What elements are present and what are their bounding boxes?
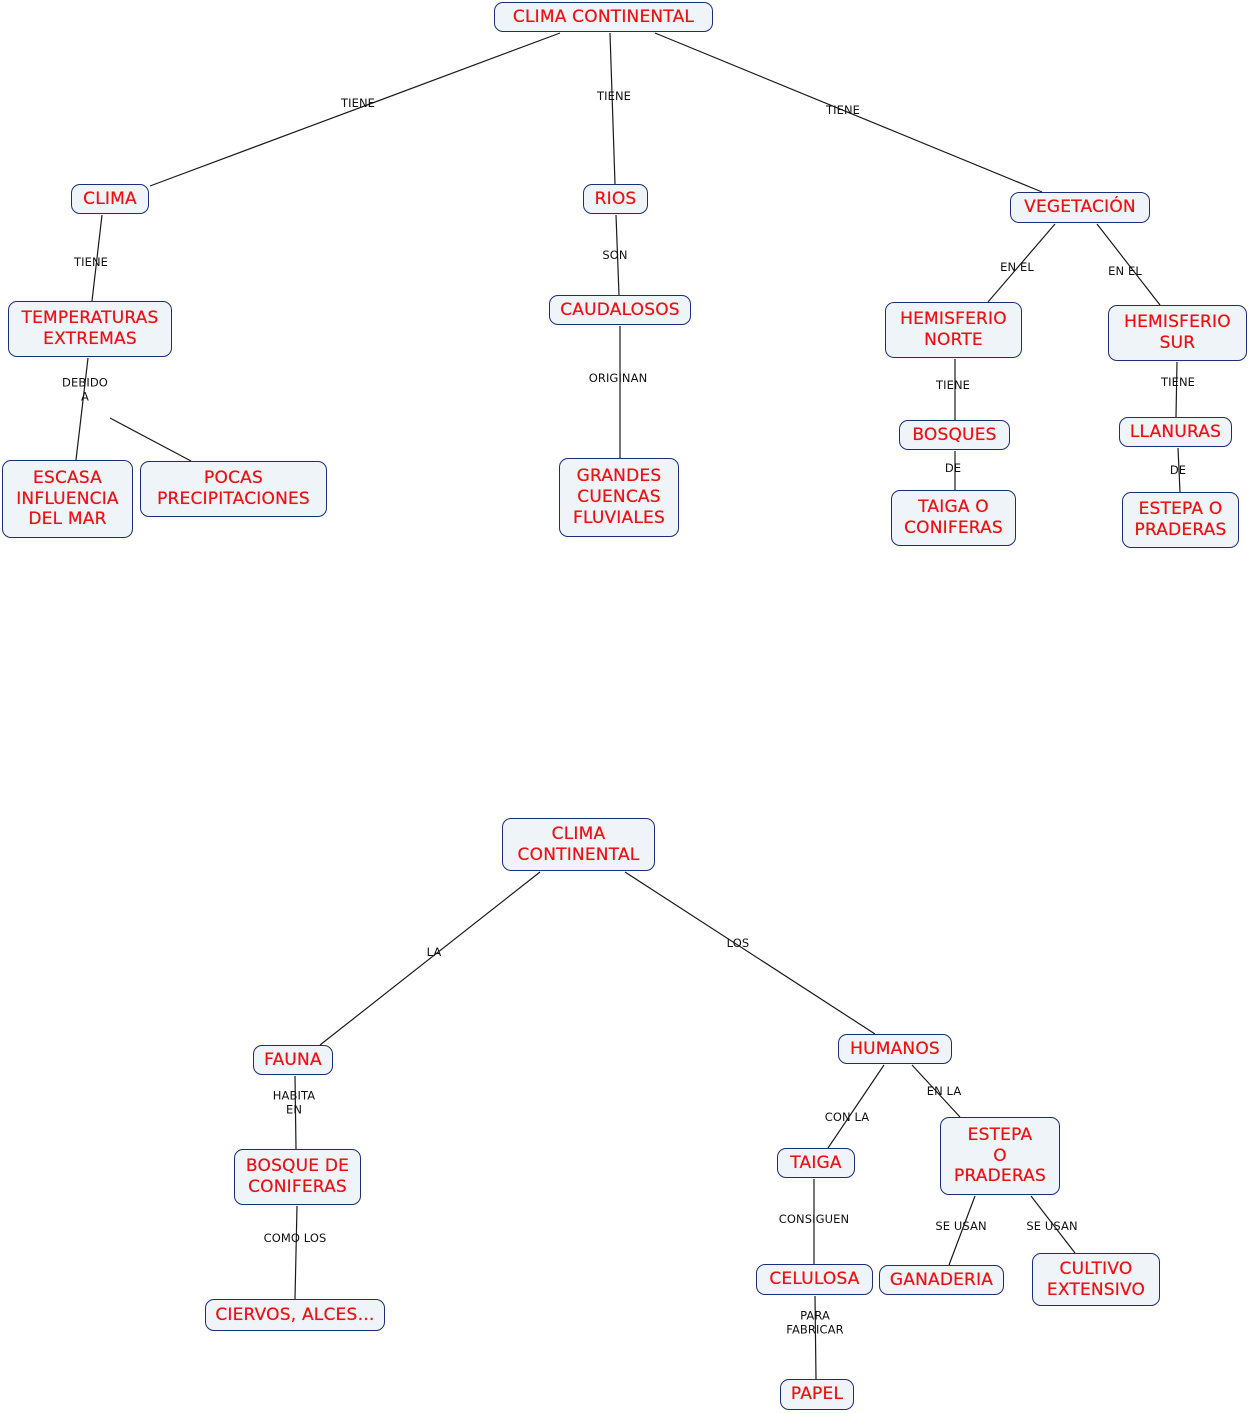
connector-line (75, 357, 89, 461)
concept-node-label: BOSQUE DE CONIFERAS (245, 1156, 350, 1197)
concept-node-label: BOSQUES (912, 424, 997, 445)
concept-node-t-bosques[interactable]: BOSQUES (899, 420, 1010, 450)
concept-node-t-escasa[interactable]: ESCASA INFLUENCIA DEL MAR (2, 460, 133, 538)
link-label: DEBIDO A (62, 375, 108, 403)
concept-node-t-hsur[interactable]: HEMISFERIO SUR (1108, 305, 1247, 361)
concept-node-label: GRANDES CUENCAS FLUVIALES (573, 466, 665, 528)
link-label: DE (944, 461, 962, 476)
concept-node-label: FAUNA (264, 1049, 322, 1070)
concept-node-t-rios[interactable]: RIOS (583, 184, 648, 214)
concept-node-t-clima[interactable]: CLIMA (71, 184, 149, 214)
concept-node-t-pocas[interactable]: POCAS PRECIPITACIONES (140, 461, 327, 517)
link-label: CONSIGUEN (778, 1212, 850, 1227)
concept-node-b-cultivo[interactable]: CULTIVO EXTENSIVO (1032, 1253, 1160, 1306)
concept-node-label: PAPEL (790, 1384, 844, 1405)
concept-node-label: VEGETACIÓN (1024, 197, 1136, 218)
concept-node-label: CAUDALOSOS (560, 299, 680, 320)
concept-node-t-cuencas[interactable]: GRANDES CUENCAS FLUVIALES (559, 458, 679, 537)
concept-node-label: GANADERIA (889, 1269, 994, 1290)
concept-node-label: POCAS PRECIPITACIONES (157, 468, 310, 509)
concept-node-label: ESTEPA O PRADERAS (1134, 499, 1227, 540)
concept-node-b-estepa[interactable]: ESTEPA O PRADERAS (940, 1117, 1060, 1195)
concept-node-label: CIERVOS, ALCES… (215, 1304, 375, 1325)
link-label: DE (1169, 463, 1187, 478)
concept-node-b-ganad[interactable]: GANADERIA (879, 1265, 1004, 1295)
concept-node-b-humanos[interactable]: HUMANOS (838, 1034, 952, 1064)
concept-node-label: ESCASA INFLUENCIA DEL MAR (16, 467, 119, 530)
link-label: SE USAN (1026, 1219, 1078, 1234)
link-label: LA (426, 945, 442, 960)
concept-node-b-root[interactable]: CLIMA CONTINENTAL (502, 818, 655, 871)
link-label: ORIGINAN (588, 371, 648, 386)
concept-node-t-temp[interactable]: TEMPERATURAS EXTREMAS (8, 301, 172, 357)
concept-node-label: TEMPERATURAS EXTREMAS (21, 308, 159, 349)
link-label: EN EL (1108, 264, 1142, 279)
concept-node-label: CLIMA CONTINENTAL (512, 6, 695, 27)
concept-node-label: CELULOSA (769, 1269, 860, 1290)
link-label: PARA FABRICAR (786, 1308, 844, 1336)
concept-node-b-bosque[interactable]: BOSQUE DE CONIFERAS (234, 1149, 361, 1205)
connector-line (294, 1205, 298, 1300)
link-label: TIENE (340, 96, 376, 111)
link-label: EN EL (1000, 260, 1034, 275)
concept-node-label: HEMISFERIO NORTE (900, 309, 1007, 350)
link-label: LOS (726, 936, 750, 951)
link-label: COMO LOS (263, 1231, 327, 1246)
link-label: SE USAN (935, 1219, 987, 1234)
link-label: TIENE (935, 378, 971, 393)
concept-node-t-estepa[interactable]: ESTEPA O PRADERAS (1122, 492, 1239, 548)
concept-node-b-fauna[interactable]: FAUNA (253, 1045, 333, 1075)
link-label: SON (602, 248, 628, 263)
concept-node-t-hnorte[interactable]: HEMISFERIO NORTE (885, 302, 1022, 358)
link-label: TIENE (73, 255, 109, 270)
concept-node-label: CULTIVO EXTENSIVO (1046, 1258, 1146, 1300)
connector-line (624, 871, 876, 1035)
connector-line (827, 1064, 885, 1149)
connector-line (109, 417, 192, 462)
concept-node-label: HUMANOS (850, 1038, 940, 1059)
concept-node-b-papel[interactable]: PAPEL (780, 1379, 854, 1410)
concept-node-label: CLIMA CONTINENTAL (517, 823, 640, 865)
concept-node-b-ciervos[interactable]: CIERVOS, ALCES… (205, 1299, 385, 1331)
concept-node-b-taiga[interactable]: TAIGA (777, 1148, 855, 1178)
link-label: TIENE (1160, 375, 1196, 390)
connector-line (609, 32, 616, 185)
link-label: TIENE (596, 89, 632, 104)
concept-node-t-llan[interactable]: LLANURAS (1119, 417, 1232, 447)
concept-node-t-taiga[interactable]: TAIGA O CONIFERAS (891, 490, 1016, 546)
concept-node-label: TAIGA O CONIFERAS (904, 497, 1003, 538)
concept-node-label: CLIMA (83, 188, 137, 209)
concept-node-label: LLANURAS (1129, 421, 1222, 442)
concept-node-label: ESTEPA O PRADERAS (954, 1124, 1046, 1187)
concept-node-t-root[interactable]: CLIMA CONTINENTAL (494, 2, 713, 32)
concept-node-t-caud[interactable]: CAUDALOSOS (549, 295, 691, 325)
link-label: CON LA (824, 1110, 870, 1125)
concept-node-label: RIOS (594, 188, 637, 209)
concept-node-b-celulosa[interactable]: CELULOSA (756, 1264, 873, 1295)
concept-node-t-veg[interactable]: VEGETACIÓN (1010, 192, 1150, 223)
link-label: HABITA EN (272, 1088, 316, 1116)
concept-node-label: HEMISFERIO SUR (1124, 312, 1231, 353)
concept-node-label: TAIGA (790, 1152, 842, 1173)
link-label: TIENE (825, 103, 861, 118)
link-label: EN LA (926, 1084, 962, 1099)
